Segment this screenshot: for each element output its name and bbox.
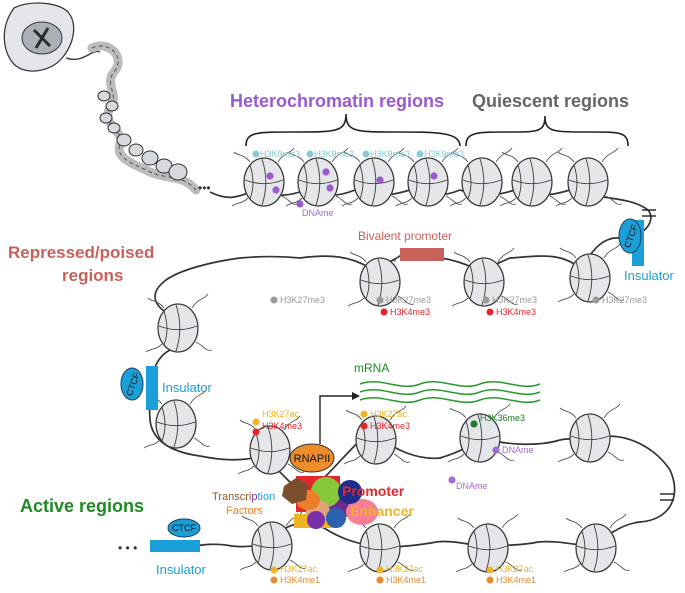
nucleosome: [499, 147, 567, 207]
insulator-label-top: Insulator: [624, 268, 675, 283]
repressed-heading: Repressed/poised regions: [8, 243, 159, 285]
svg-text:H3K27me3: H3K27me3: [386, 295, 431, 305]
cell-icon: [3, 2, 75, 72]
chromosome-strand: [65, 50, 101, 61]
svg-text:H3K9me3: H3K9me3: [370, 149, 410, 159]
rnapii: [289, 443, 335, 473]
dname-label: DNAme: [302, 208, 334, 218]
svg-text:H3K4me3: H3K4me3: [390, 307, 430, 317]
h3k9me3-marks: H3K9me3 H3K9me3 H3K9me3 H3K9me3: [252, 149, 464, 159]
ctcf-insulator-middle: CTCF: [120, 366, 158, 410]
continuation-dots: •••: [198, 181, 211, 195]
svg-text:H3K4me3: H3K4me3: [262, 421, 302, 431]
svg-text:H3K9me3: H3K9me3: [314, 149, 354, 159]
continuation-dots-active: • • •: [118, 541, 137, 555]
mrna-label: mRNA: [354, 361, 389, 375]
svg-text:H3K4me1: H3K4me1: [496, 575, 536, 585]
active-promoter-marks: H3K27ac H3K4me3 H3K27ac H3K4me3: [252, 409, 410, 436]
quiescent-heading: Quiescent regions: [472, 91, 629, 111]
fiber-nucleosomes: [97, 90, 188, 181]
nucleosome: [557, 403, 625, 463]
transcription-factors-label: Transcription Factors: [212, 491, 278, 517]
svg-text:H3K27ac: H3K27ac: [370, 409, 408, 419]
svg-text:H3K9me3: H3K9me3: [260, 149, 300, 159]
quiescent-nucleosomes: [449, 147, 623, 207]
repressed-nucleosomes: [145, 243, 625, 353]
heterochromatin-dna-methylation: [266, 168, 438, 208]
svg-text:H3K9me3: H3K9me3: [424, 149, 464, 159]
heterochromatin-heading: Heterochromatin regions: [230, 91, 444, 111]
svg-text:H3K27me3: H3K27me3: [602, 295, 647, 305]
bivalent-promoter-box: [400, 248, 444, 261]
svg-text:DNAme: DNAme: [502, 445, 534, 455]
svg-text:H3K27me3: H3K27me3: [280, 295, 325, 305]
svg-text:H3K27ac: H3K27ac: [280, 564, 318, 574]
svg-text:DNAme: DNAme: [456, 481, 488, 491]
transcription-arrow: [319, 392, 360, 444]
active-heading: Active regions: [20, 496, 144, 516]
ctcf-insulator-top: CTCF: [618, 218, 644, 266]
svg-text:H3K4me3: H3K4me3: [370, 421, 410, 431]
nucleosome: [563, 513, 631, 573]
strand-break-right: [660, 493, 674, 501]
transcription-factors: [282, 477, 378, 529]
svg-text:H3K4me1: H3K4me1: [280, 575, 320, 585]
promoter-label: Promoter: [342, 483, 405, 499]
svg-text:H3K27me3: H3K27me3: [492, 295, 537, 305]
quiescent-brace: [465, 115, 629, 147]
active-enhancer-marks: H3K27ac H3K4me1 H3K27ac H3K4me1 H3K27ac …: [270, 564, 536, 585]
svg-text:H3K36me3: H3K36me3: [480, 413, 525, 423]
h3k4me3-bivalent-marks: H3K4me3 H3K4me3: [380, 307, 536, 317]
rnapii-label: RNAPII: [294, 453, 331, 465]
nucleosome: [555, 147, 623, 207]
enhancer-label: Enhancer: [350, 503, 414, 519]
insulator-label-bottom: Insulator: [156, 562, 207, 577]
svg-text:H3K27ac: H3K27ac: [386, 564, 424, 574]
h3k27me3-marks: H3K27me3 H3K27me3 H3K27me3 H3K27me3: [270, 295, 647, 305]
insulator-label-middle: Insulator: [162, 380, 213, 395]
svg-text:H3K4me1: H3K4me1: [386, 575, 426, 585]
gene-body-marks: H3K36me3 DNAme DNAme: [448, 413, 534, 491]
bivalent-promoter-label: Bivalent promoter: [358, 229, 452, 243]
svg-text:H3K27ac: H3K27ac: [262, 409, 300, 419]
ctcf-insulator-bottom: CTCF: [150, 518, 201, 552]
svg-text:H3K27ac: H3K27ac: [496, 564, 534, 574]
heterochromatin-brace: [245, 113, 461, 147]
mrna-transcripts: [359, 380, 541, 404]
svg-text:CTCF: CTCF: [172, 523, 196, 533]
strand-break-top: [642, 209, 656, 217]
svg-text:H3K4me3: H3K4me3: [496, 307, 536, 317]
